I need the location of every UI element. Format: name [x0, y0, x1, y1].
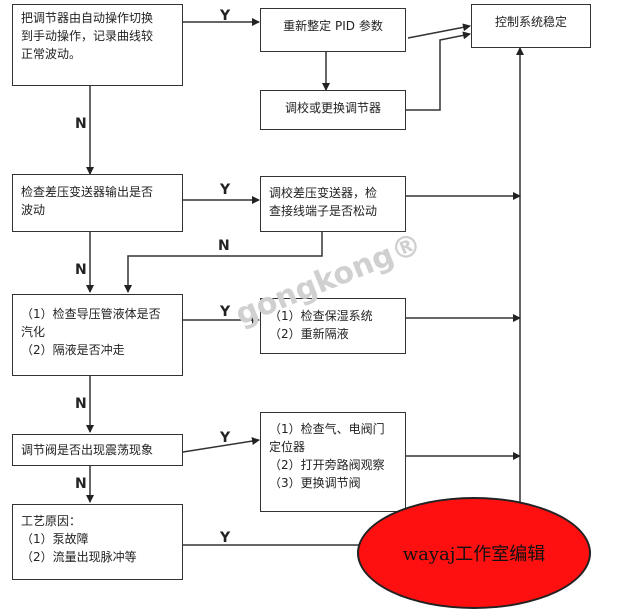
arrow-b6-b7 [124, 232, 323, 293]
box-text: 正常波动。 [21, 47, 82, 61]
box-text: 波动 [21, 203, 46, 217]
box-check-transmitter: 检查差压变送器输出是否 波动 [12, 174, 183, 232]
box-calibrate-controller: 调校或更换调节器 [260, 90, 406, 130]
box-text: 查接线端子是否松动 [269, 204, 378, 218]
box-text: 汽化 [21, 325, 46, 339]
box-switch-manual: 把调节器由自动操作切换 到手动操作，记录曲线较 正常波动。 [12, 4, 183, 86]
box-text: 把调节器由自动操作切换 [21, 11, 154, 25]
label-no: N [75, 116, 87, 132]
editor-stamp: wayaj工作室编辑 [357, 497, 591, 609]
label-no: N [75, 476, 87, 492]
label-no: N [75, 396, 87, 412]
label-yes: Y [220, 430, 231, 446]
label-yes: Y [220, 8, 231, 24]
box-text: （1）泵故障 [21, 532, 89, 546]
arrow-b3-b4 [406, 31, 471, 111]
box-text: （1）检查气、电阀门 [269, 422, 385, 436]
box-check-valve-oscillation: 调节阀是否出现震荡现象 [12, 434, 183, 466]
box-text: （2）流量出现脉冲等 [21, 550, 137, 564]
box-check-impulse-line: （1）检查导压管液体是否 汽化 （2）隔液是否冲走 [12, 294, 183, 376]
box-text: 检查差压变送器输出是否 [21, 185, 154, 199]
box-text: 重新整定 PID 参数 [283, 19, 383, 33]
box-text: （3）更换调节阀 [269, 476, 361, 490]
box-text: 调校或更换调节器 [284, 101, 381, 115]
box-process-cause: 工艺原因： （1）泵故障 （2）流量出现脉冲等 [12, 504, 183, 580]
arrow-b9-b10 [182, 437, 260, 453]
box-text: （2）隔液是否冲走 [21, 343, 125, 357]
box-text: 定位器 [269, 440, 306, 454]
box-text: 调校差压变送器，检 [269, 186, 378, 200]
box-text: 控制系统稳定 [494, 15, 567, 29]
label-no: N [75, 262, 87, 278]
box-calibrate-transmitter: 调校差压变送器，检 查接线端子是否松动 [260, 176, 406, 232]
box-text: （2）重新隔液 [269, 327, 349, 341]
label-yes: Y [220, 304, 231, 320]
box-text: （1）检查保湿系统 [269, 309, 373, 323]
box-text: 调节阀是否出现震荡现象 [21, 443, 154, 457]
box-check-insulation: （1）检查保湿系统 （2）重新隔液 [260, 298, 406, 354]
label-no: N [218, 238, 230, 254]
box-check-valve-positioner: （1）检查气、电阀门 定位器 （2）打开旁路阀观察 （3）更换调节阀 [260, 412, 406, 512]
label-yes: Y [220, 530, 231, 546]
box-text: 工艺原因： [21, 514, 82, 528]
label-yes: Y [220, 182, 231, 198]
arrow-b2-b4 [407, 23, 471, 39]
box-retune-pid: 重新整定 PID 参数 [260, 8, 406, 52]
box-text: 到手动操作，记录曲线较 [21, 29, 154, 43]
box-system-stable: 控制系统稳定 [471, 4, 591, 48]
box-text: （1）检查导压管液体是否 [21, 307, 161, 321]
box-text: （2）打开旁路阀观察 [269, 458, 385, 472]
